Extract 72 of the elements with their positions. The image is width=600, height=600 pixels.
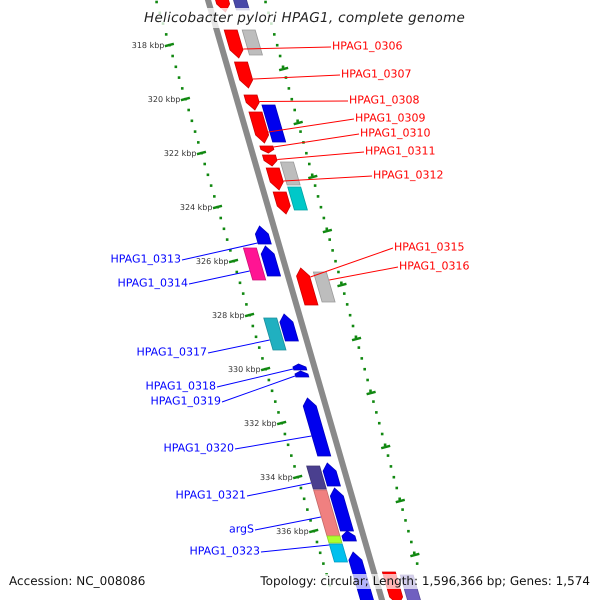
gene-feature [292, 364, 308, 370]
gene-block [242, 248, 266, 280]
gene-label: HPAG1_0309 [355, 112, 426, 124]
gene-block [280, 162, 301, 186]
gene-block [261, 104, 286, 142]
leader-line [276, 152, 364, 160]
gene-label: argS [228, 522, 254, 536]
gene-block [287, 186, 308, 210]
gene-label: HPAG1_0316 [399, 260, 470, 272]
accession-text: Accession: NC_008086 [9, 574, 146, 589]
scale-label: 336 kbp [276, 527, 309, 537]
leader-line [188, 270, 250, 284]
gene-label: HPAG1_0313 [110, 252, 181, 266]
leader-line [283, 176, 372, 182]
gene-feature [244, 94, 260, 111]
leader-line [242, 46, 332, 50]
gene-feature [279, 313, 299, 342]
leader-line [268, 118, 354, 132]
scale-label: 330 kbp [228, 365, 261, 375]
gene-block [242, 30, 263, 56]
gene-label: HPAG1_0319 [150, 394, 221, 408]
scale-label: 324 kbp [180, 203, 212, 213]
gene-label: HPAG1_0306 [332, 40, 403, 52]
genome-summary-text: Topology: circular; Length: 1,596,366 bp; Genes: 1,574 [260, 574, 590, 589]
leader-line [216, 368, 294, 388]
gene-label: HPAG1_0314 [117, 276, 188, 290]
gene-feature [260, 245, 282, 276]
scale-label: 326 kbp [196, 257, 229, 267]
scale-label: 332 kbp [244, 419, 277, 429]
leader-line [310, 248, 394, 278]
leader-line [273, 134, 360, 148]
leader-line [328, 266, 398, 280]
leader-line [260, 544, 330, 552]
gene-label: HPAG1_0321 [175, 488, 246, 502]
gene-label: HPAG1_0312 [373, 168, 444, 182]
gene-label: HPAG1_0307 [341, 68, 412, 80]
gene-block [306, 466, 327, 490]
gene-block [263, 318, 287, 350]
gene-feature [272, 192, 291, 215]
gene-label: HPAG1_0317 [136, 346, 207, 358]
gene-label: HPAG1_0311 [365, 144, 436, 158]
scale-label: 320 kbp [148, 95, 180, 105]
scale-label: 328 kbp [212, 311, 245, 321]
gene-label: HPAG1_0318 [145, 380, 216, 392]
leader-line [234, 436, 312, 450]
leader-line [258, 100, 348, 102]
gene-feature [302, 397, 332, 456]
gene-feature [254, 225, 272, 244]
leader-line [252, 74, 340, 80]
gene-feature [294, 370, 310, 378]
scale-label: 318 kbp [132, 41, 164, 51]
gene-label: HPAG1_0308 [349, 94, 420, 106]
gene-feature [224, 30, 244, 59]
gene-feature [322, 462, 341, 486]
gene-label: HPAG1_0323 [189, 544, 260, 558]
gene-feature [262, 154, 278, 167]
leader-line [246, 482, 312, 496]
gene-label: HPAG1_0320 [163, 442, 234, 454]
leader-line [254, 516, 322, 530]
gene-feature [259, 146, 274, 154]
gene-block [313, 490, 340, 536]
gene-label: HPAG1_0310 [360, 126, 431, 140]
leader-line [182, 242, 258, 260]
leader-line [222, 376, 296, 402]
gene-block [328, 544, 348, 562]
gene-label: HPAG1_0315 [394, 240, 465, 254]
scale-label: 334 kbp [260, 473, 293, 483]
gene-block [312, 272, 336, 302]
leader-line [208, 340, 270, 354]
scale-label: 322 kbp [164, 149, 196, 159]
gene-feature [234, 62, 254, 89]
gene-feature [296, 267, 318, 306]
